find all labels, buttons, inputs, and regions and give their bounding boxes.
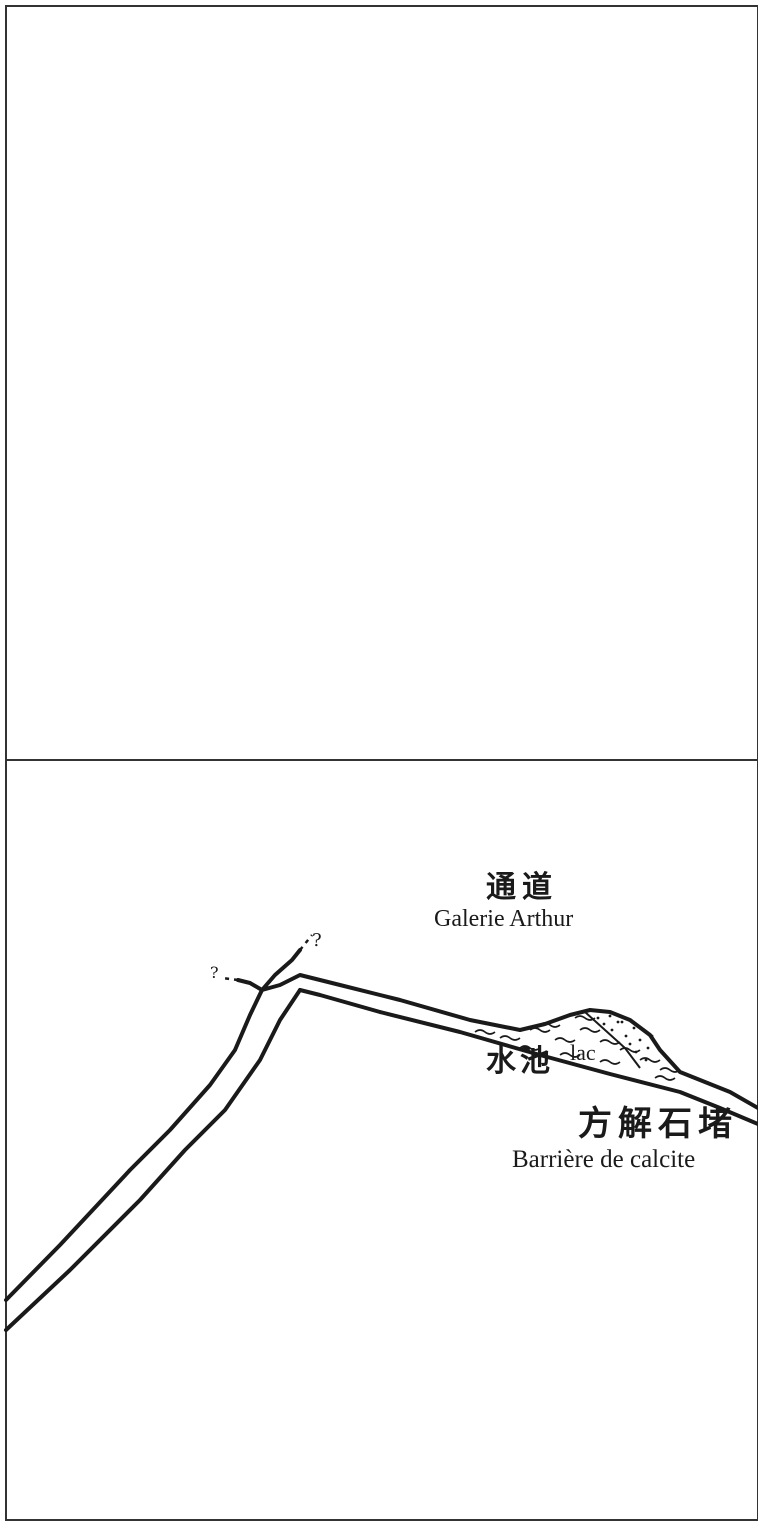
- unexplored-continuations: [221, 934, 313, 982]
- galerie-lower-wall: [298, 988, 758, 1126]
- question-mark-left: ?: [210, 963, 219, 982]
- galerie-label-cn: 通道: [486, 870, 558, 905]
- lake-water-hatching: [474, 1015, 681, 1081]
- passage-walls: [4, 948, 758, 1332]
- barriere-label-cn: 方解石堵: [578, 1104, 738, 1144]
- barriere-label-fr: Barrière de calcite: [512, 1146, 696, 1173]
- diagonal-passage-inner-wall: [4, 988, 302, 1332]
- calcite-stippling: [596, 1014, 654, 1062]
- galerie-label-fr: Galerie Arthur: [434, 906, 574, 932]
- unexplored-branch-left: [221, 976, 239, 982]
- frame-border: [5, 5, 758, 1521]
- diagonal-passage-outer-wall: [4, 978, 264, 1302]
- lac-label-fr: lac: [570, 1040, 596, 1065]
- lac-label-cn: 水池: [486, 1044, 554, 1079]
- galerie-upper-wall: [260, 948, 758, 1110]
- unexplored-branch-upper: [299, 934, 313, 951]
- lake-calcite-boundary: [584, 1011, 641, 1069]
- question-mark-upper: ?: [312, 930, 322, 951]
